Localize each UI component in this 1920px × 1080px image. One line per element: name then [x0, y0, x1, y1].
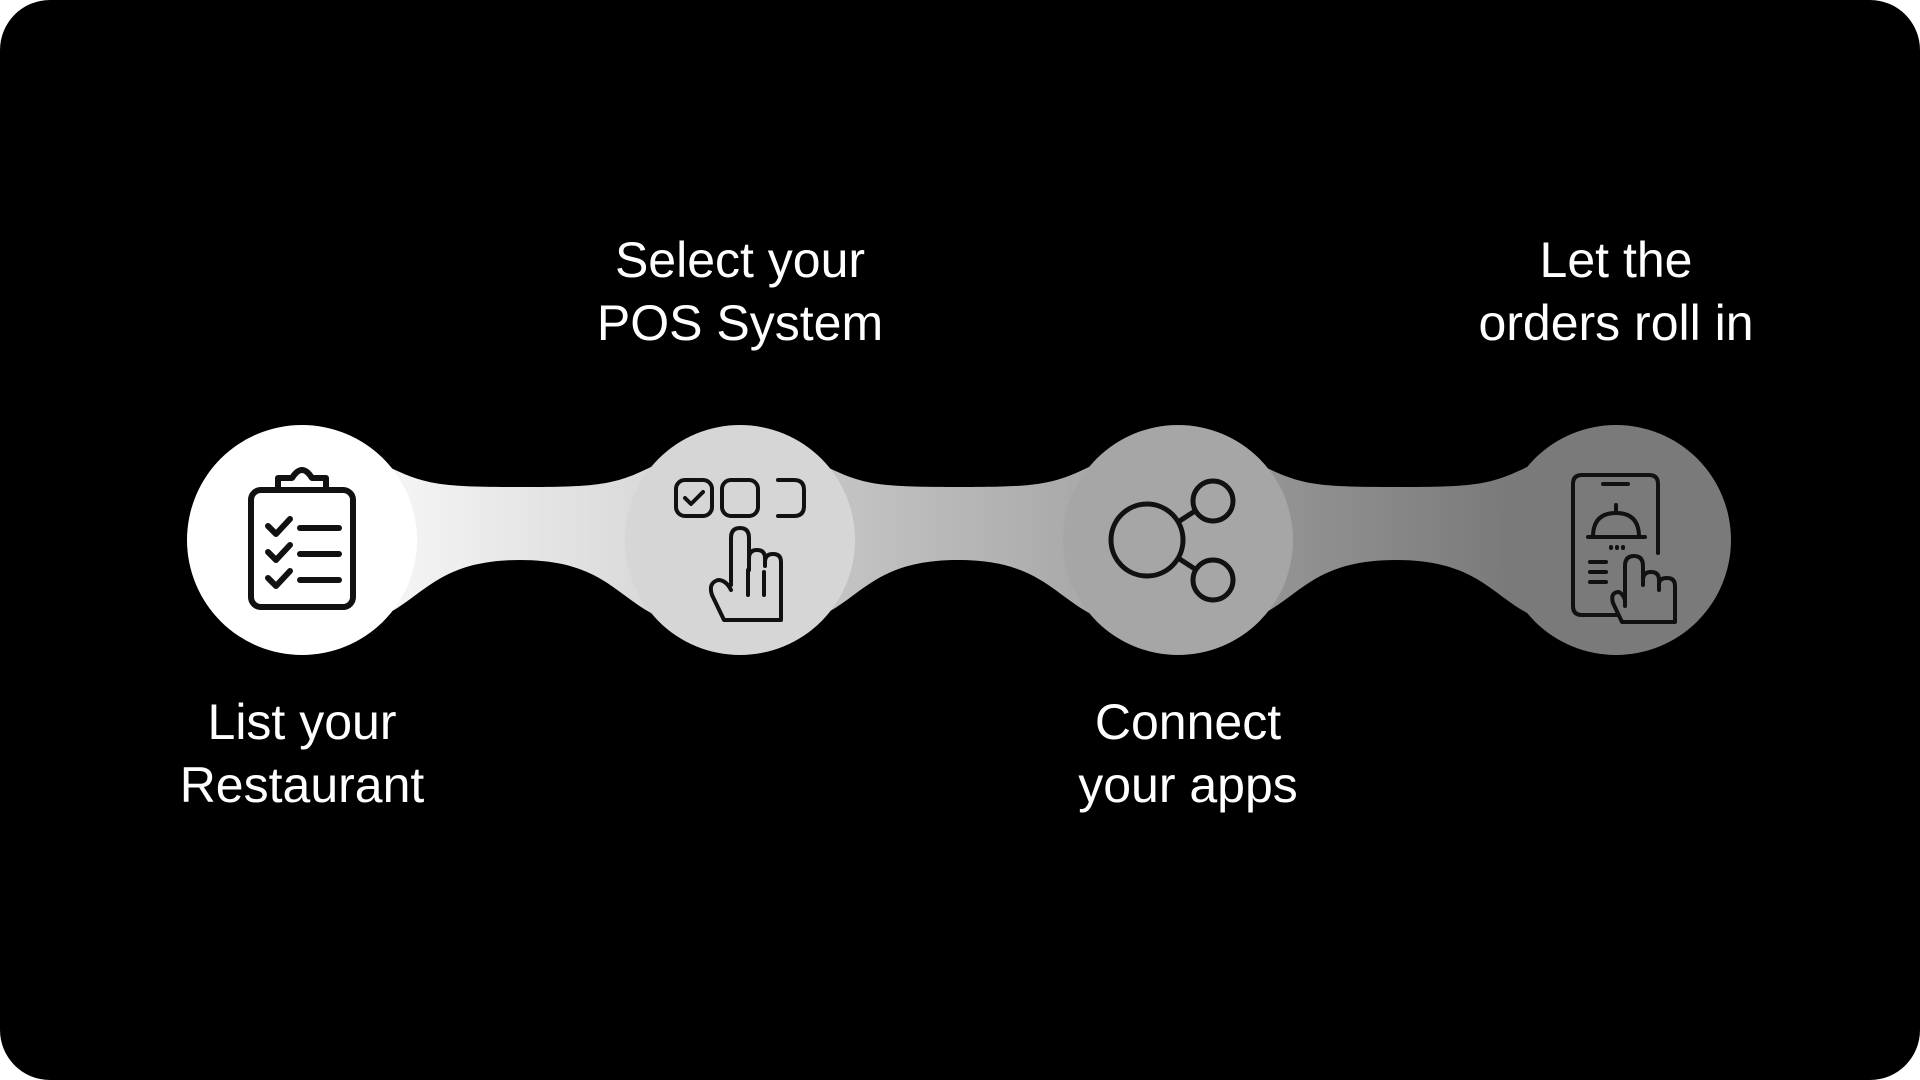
step-4-label-line2: orders roll in	[1478, 295, 1754, 351]
clipboard-checklist-icon	[248, 467, 356, 610]
tap-select-option-icon	[674, 478, 806, 622]
step-node-3	[1063, 425, 1293, 655]
step-2-label-line1: Select your	[614, 232, 866, 288]
step-2-label: Select your POS System	[530, 229, 950, 355]
connector-1	[385, 465, 655, 615]
step-3-label-line1: Connect	[1094, 694, 1282, 750]
step-2-label-line2: POS System	[596, 295, 884, 351]
step-1-label: List your Restaurant	[92, 691, 512, 817]
step-3-label: Connect your apps	[978, 691, 1398, 817]
step-1-label-line2: Restaurant	[179, 757, 425, 813]
step-3-label-line2: your apps	[1078, 757, 1298, 813]
step-4-label-line1: Let the	[1539, 232, 1693, 288]
connector-2	[823, 465, 1093, 615]
mobile-food-order-icon	[1571, 473, 1677, 624]
share-network-icon	[1108, 478, 1236, 603]
step-1-label-line1: List your	[207, 694, 397, 750]
step-node-1	[187, 425, 417, 655]
step-4-label: Let the orders roll in	[1406, 229, 1826, 355]
connector-3	[1261, 465, 1531, 615]
step-node-4	[1501, 425, 1731, 655]
